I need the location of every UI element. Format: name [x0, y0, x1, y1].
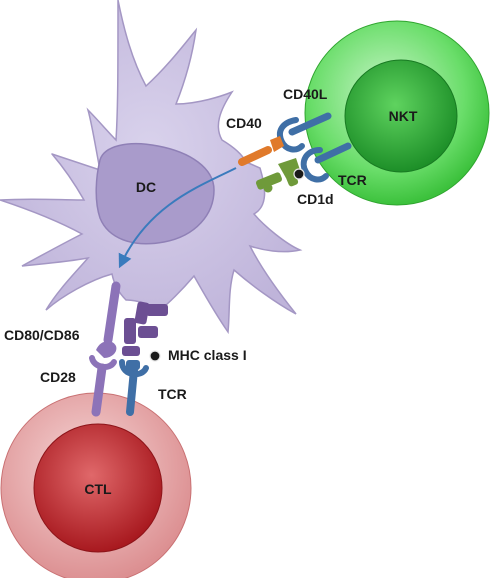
- cd28-label: CD28: [40, 369, 76, 385]
- ctl-cell-inner: [33, 423, 163, 553]
- mhc-class-i-label: MHC class I: [168, 347, 247, 363]
- signal-arrow: [118, 167, 237, 269]
- mhc-class-i-molecule: [122, 301, 168, 362]
- ctl-label: CTL: [84, 481, 112, 497]
- cd80-cd86-label: CD80/CD86: [4, 327, 80, 343]
- tcr-nkt-label: TCR: [338, 172, 367, 188]
- cd40-label: CD40: [226, 115, 262, 131]
- cd1d-label: CD1d: [297, 191, 334, 207]
- dc-label: DC: [136, 179, 156, 195]
- dc-nucleus: [95, 142, 215, 245]
- cd80-cd86-molecule: [96, 281, 121, 358]
- cd40-receptor: [238, 136, 284, 166]
- tcr-nkt-receptor: [300, 142, 352, 183]
- cd28-molecule: [89, 355, 117, 417]
- tcr-ctl-receptor: [119, 359, 149, 416]
- nkt-label: NKT: [389, 108, 418, 124]
- cd40l-label: CD40L: [283, 86, 328, 102]
- nkt-cell-inner: [344, 59, 458, 173]
- cd1d-molecule: [255, 158, 305, 193]
- tcr-ctl-label: TCR: [158, 386, 187, 402]
